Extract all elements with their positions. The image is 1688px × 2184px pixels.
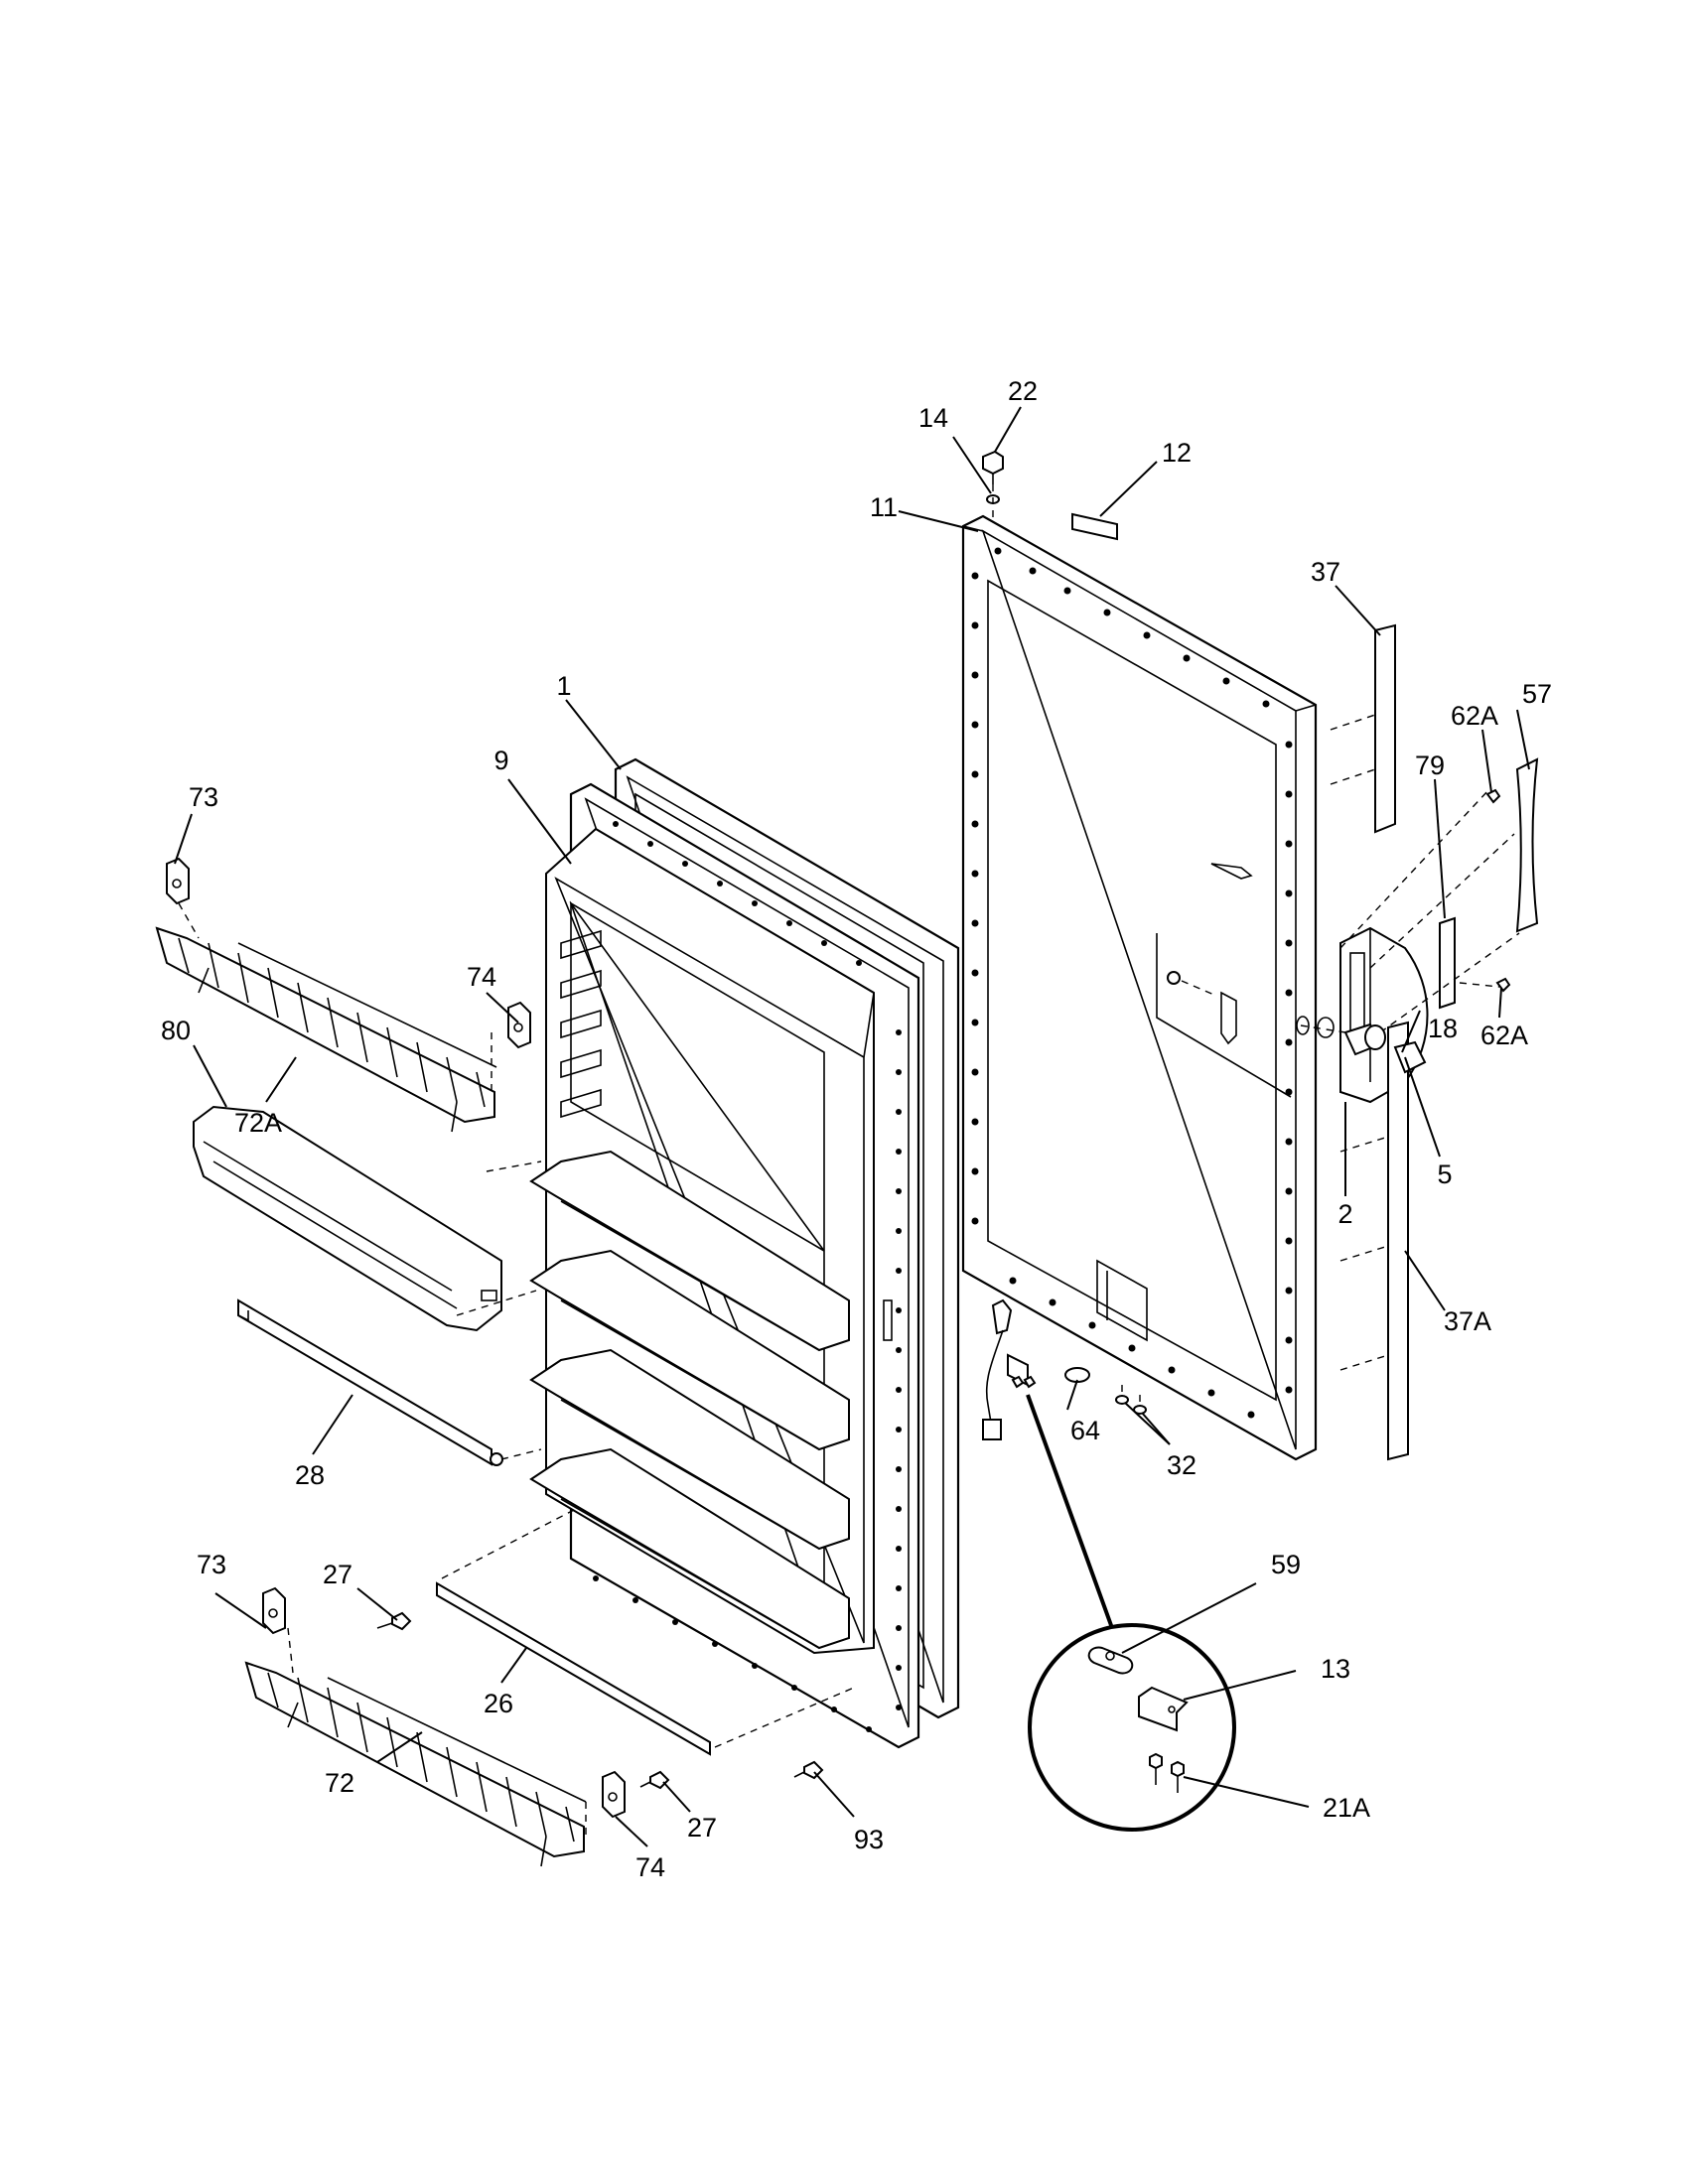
screw-27-left — [376, 1611, 412, 1631]
callout-79: 79 — [1415, 751, 1445, 780]
shelf-rail-lower — [436, 1508, 855, 1756]
callout-72a: 72A — [234, 1108, 282, 1138]
trim-strip-upper — [1330, 623, 1396, 834]
screw-27-right — [639, 1770, 670, 1790]
callout-26: 26 — [484, 1689, 513, 1718]
top-plug-screw — [982, 450, 1004, 521]
callout-32: 32 — [1167, 1450, 1196, 1480]
callout-27-a: 27 — [323, 1560, 352, 1589]
callout-37a: 37A — [1444, 1306, 1491, 1336]
callout-labels: 1 2 5 9 11 12 13 14 18 21A 22 26 27 27 2… — [161, 376, 1552, 1882]
callout-72: 72 — [325, 1768, 354, 1798]
door-shelf-4 — [529, 1447, 850, 1650]
handle-assembly — [1339, 757, 1539, 1104]
callout-74-b: 74 — [635, 1852, 665, 1882]
callout-22: 22 — [1008, 376, 1038, 406]
shelf-rail-upper — [237, 1298, 542, 1466]
inner-door-liner — [529, 782, 920, 1749]
callout-11: 11 — [870, 492, 898, 522]
callout-1: 1 — [556, 671, 571, 701]
bottom-washers — [1064, 1367, 1147, 1415]
callout-62a-1: 62A — [1451, 701, 1498, 731]
callout-59: 59 — [1271, 1550, 1301, 1579]
callout-9: 9 — [493, 746, 508, 775]
callout-18: 18 — [1428, 1014, 1458, 1043]
callout-80: 80 — [161, 1016, 191, 1045]
door-lock — [1300, 1017, 1427, 1074]
callout-27-b: 27 — [687, 1813, 717, 1843]
door-shelf-1 — [529, 1150, 850, 1352]
shelf-clip-lower-right — [585, 1770, 626, 1837]
door-label-plate — [1071, 512, 1118, 541]
shelf-clip-upper-right — [491, 1001, 531, 1097]
callout-21a: 21A — [1323, 1793, 1370, 1823]
callout-13: 13 — [1321, 1654, 1350, 1684]
wire-shelf-lower — [244, 1661, 587, 1867]
callout-12: 12 — [1162, 438, 1192, 468]
screw-93 — [793, 1760, 824, 1780]
callout-73-b: 73 — [197, 1550, 226, 1579]
hinge-cord — [982, 1298, 1114, 1629]
door-shelf-2 — [529, 1249, 850, 1451]
callout-57: 57 — [1522, 679, 1552, 709]
callout-74-a: 74 — [467, 962, 496, 992]
callout-62a-2: 62A — [1480, 1021, 1528, 1050]
callout-64: 64 — [1070, 1416, 1100, 1445]
shelf-clip-lower-left — [262, 1586, 294, 1674]
door-shelf-3 — [529, 1348, 850, 1551]
outer-door-panel — [961, 514, 1318, 1461]
callout-28: 28 — [295, 1460, 325, 1490]
door-bin — [193, 1105, 542, 1332]
callout-93: 93 — [854, 1825, 884, 1854]
callout-37: 37 — [1311, 557, 1340, 587]
callout-5: 5 — [1437, 1160, 1452, 1189]
shelf-clip-upper-left — [166, 857, 200, 939]
trim-strip-lower — [1339, 1021, 1409, 1461]
callout-73-a: 73 — [189, 782, 218, 812]
callout-2: 2 — [1337, 1199, 1352, 1229]
detail-circle — [1028, 1623, 1236, 1832]
callout-14: 14 — [918, 403, 948, 433]
wire-shelf-upper — [155, 926, 497, 1133]
leader-lines — [174, 406, 1530, 1847]
